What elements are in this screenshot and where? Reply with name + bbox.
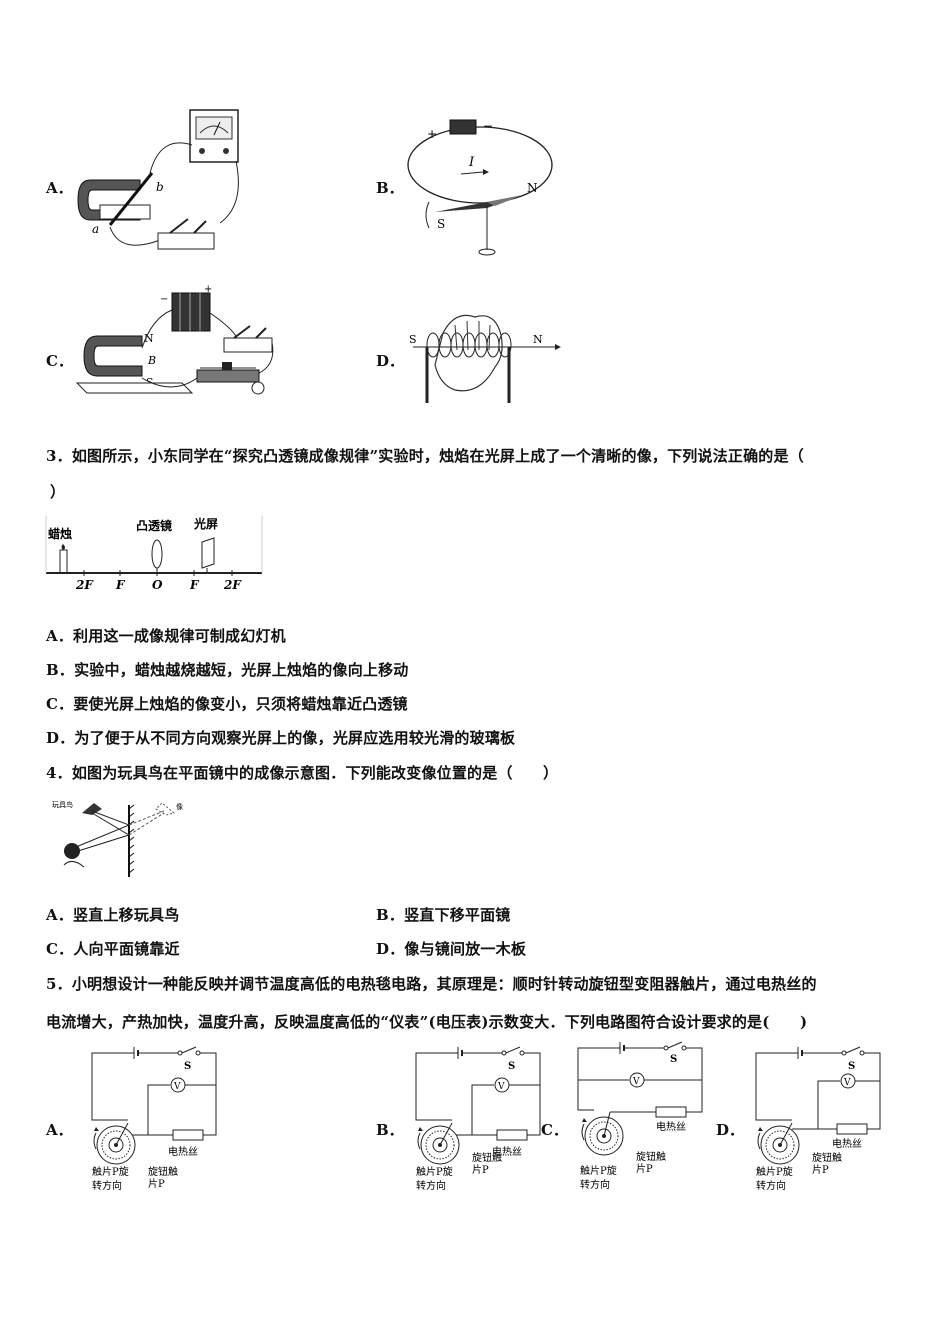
q5-a-dir-line2: 转方向	[92, 1179, 122, 1192]
q5-d-heater-label: 电热丝	[832, 1137, 862, 1150]
q5-a-knob-line2: 片P	[148, 1177, 165, 1190]
q4-option-b: B．竖直下移平面镜	[376, 906, 511, 924]
q2-figB-label-s: S	[437, 217, 445, 231]
q5-a-dir-line1: 触片P旋	[92, 1165, 129, 1178]
q5-question-line2: 电流增大，产热加快，温度升高，反映温度高低的“仪表”(电压表)示数变大．下列电路…	[46, 1013, 808, 1031]
q2-option-a-label: A．	[46, 179, 73, 197]
q5-b-knob-line2: 片P	[472, 1163, 489, 1176]
q3-label-candle: 蜡烛	[48, 526, 72, 541]
svg-text:+: +	[427, 127, 437, 141]
q3-axis-2f-left: 2F	[75, 578, 94, 592]
q3-axis-o: O	[152, 578, 163, 592]
q3-option-d: D．为了便于从不同方向观察光屏上的像，光屏应选用较光滑的玻璃板	[46, 729, 516, 747]
q2-figC-label-b: B	[147, 354, 156, 367]
q2-figB-label-current: I	[468, 155, 475, 170]
q5-d-knob-line2: 片P	[812, 1163, 829, 1176]
q4-option-a: A．竖直上移玩具鸟	[46, 906, 180, 924]
q2-figA-label-b: b	[156, 180, 164, 194]
q5-question-line1: 5．小明想设计一种能反映并调节温度高低的电热毯电路，其原理是：顺时针转动旋钮型变…	[46, 975, 817, 993]
q2-figure-a: b a	[77, 109, 239, 250]
q5-a-switch-label: S	[184, 1061, 191, 1072]
q5-c-dir-line2: 转方向	[580, 1178, 610, 1191]
q4-option-c: C．人向平面镜靠近	[46, 940, 180, 958]
q3-label-screen: 光屏	[193, 516, 218, 531]
q5-a-heater-label: 电热丝	[168, 1145, 198, 1158]
q5-c-voltmeter-label: V	[632, 1077, 640, 1087]
q3-axis-f-left: F	[115, 578, 126, 592]
q2-option-b-label: B．	[376, 179, 404, 197]
q3-lens-figure: 蜡烛 凸透镜 光屏 2F F O F 2F	[45, 516, 263, 592]
q5-c-knob-line2: 片P	[636, 1162, 653, 1175]
q5-circuit-b: S V 电热丝 旋钮触 片P 触片P旋 转方向	[415, 1046, 541, 1192]
q3-question-line2: ）	[50, 483, 66, 501]
q5-circuit-c: S V 电热丝 旋钮触 片P 触片P旋 转方向	[577, 1041, 703, 1191]
q5-c-knob-line1: 旋钮触	[636, 1150, 666, 1163]
q5-c-switch-label: S	[670, 1054, 677, 1065]
svg-text:+: +	[204, 284, 212, 295]
q5-a-voltmeter-label: V	[173, 1082, 181, 1092]
q2-figA-label-a: a	[92, 222, 99, 236]
svg-text:−: −	[483, 119, 493, 133]
q2-figure-b: + − I N S	[407, 119, 553, 256]
q5-b-heater-label: 电热丝	[492, 1145, 522, 1158]
q5-option-a-label: A．	[46, 1121, 73, 1139]
q5-option-b-label: B．	[376, 1121, 404, 1139]
q3-option-b: B．实验中，蜡烛越烧越短，光屏上烛焰的像向上移动	[46, 661, 409, 679]
q2-option-c-label: C．	[46, 352, 73, 370]
q3-axis-2f-right: 2F	[223, 578, 242, 592]
q2-option-d-label: D．	[376, 352, 405, 370]
q3-option-a: A．利用这一成像规律可制成幻灯机	[46, 627, 286, 645]
q5-d-dir-line1: 触片P旋	[756, 1165, 793, 1178]
svg-text:−: −	[160, 294, 168, 305]
q4-option-d: D．像与镜间放一木板	[376, 940, 527, 958]
q5-c-heater-label: 电热丝	[656, 1120, 686, 1133]
q2-figB-label-n: N	[527, 181, 538, 195]
q5-b-dir-line2: 转方向	[416, 1179, 446, 1192]
q5-option-c-label: C．	[541, 1121, 568, 1139]
q5-b-voltmeter-label: V	[497, 1082, 505, 1092]
q2-figure-d: S N	[409, 314, 561, 403]
q4-label-bird: 玩具鸟	[52, 800, 73, 809]
q3-axis-f-right: F	[189, 578, 200, 592]
q5-b-knob-line1: 旋钮触	[472, 1151, 502, 1164]
q3-question-line1: 3．如图所示，小东同学在“探究凸透镜成像规律”实验时，烛焰在光屏上成了一个清晰的…	[46, 447, 804, 465]
q5-c-dir-line1: 触片P旋	[580, 1164, 617, 1177]
q2-figC-label-n: N	[144, 332, 154, 345]
q5-a-knob-line1: 旋钮触	[148, 1165, 178, 1178]
q5-circuit-a: S V 电热丝 旋钮触 片P 触片P旋 转方向	[91, 1046, 217, 1192]
q2-figD-label-s: S	[409, 333, 417, 346]
q5-circuit-d: S V 电热丝 旋钮触 片P 触片P旋 转方向	[755, 1046, 881, 1192]
q2-figD-label-n: N	[533, 333, 543, 346]
q5-d-dir-line2: 转方向	[756, 1179, 786, 1192]
q5-option-d-label: D．	[716, 1121, 745, 1139]
q5-b-switch-label: S	[508, 1061, 515, 1072]
q5-d-voltmeter-label: V	[843, 1078, 851, 1088]
q3-option-c: C．要使光屏上烛焰的像变小，只须将蜡烛靠近凸透镜	[46, 695, 408, 713]
q5-d-knob-line1: 旋钮触	[812, 1151, 842, 1164]
q2-figure-c: −+ N B S	[75, 284, 274, 395]
q4-label-image: 像	[176, 802, 183, 811]
q4-question: 4．如图为玩具鸟在平面镜中的成像示意图．下列能改变像位置的是（ ）	[46, 764, 559, 782]
q3-label-lens: 凸透镜	[136, 518, 172, 533]
q4-mirror-figure: 玩具鸟 像	[52, 800, 183, 877]
q5-d-switch-label: S	[848, 1061, 855, 1072]
q5-b-dir-line1: 触片P旋	[416, 1165, 453, 1178]
